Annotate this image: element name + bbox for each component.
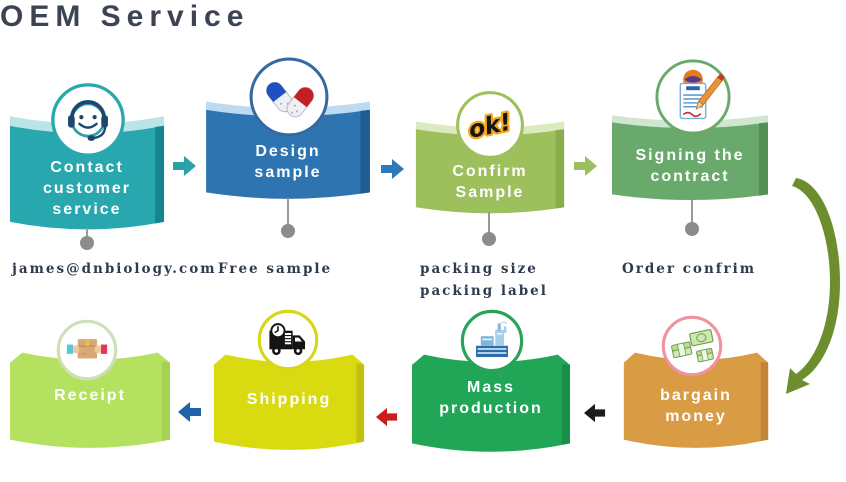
banner-side: [360, 109, 370, 194]
step-label-design: Design sample: [254, 143, 322, 181]
banner-bargain-money: [623, 352, 769, 448]
connector-stem: [691, 200, 693, 224]
banner-shipping: [213, 354, 365, 450]
banner-body: [9, 125, 165, 230]
note-contact: james@dnbiology.com: [12, 261, 217, 277]
banner-mass-production: [412, 354, 570, 452]
step-label-shipping: Shipping: [246, 391, 332, 408]
step-label-receipt: Receipt: [54, 387, 126, 404]
headset-icon: [51, 83, 125, 157]
step-label-confirm: Confirm Sample: [452, 163, 528, 201]
banner-body: [415, 129, 565, 214]
step-label-contact: Contact customer service: [42, 159, 132, 218]
banner-side: [555, 129, 565, 209]
banner-side: [760, 361, 769, 442]
connector-stem: [86, 228, 88, 238]
connector-dot: [482, 232, 496, 246]
factory-icon: [460, 309, 524, 373]
banner-side: [759, 122, 768, 196]
note-confirm: packing size packing label: [420, 261, 548, 300]
note-signing: Order confrim: [622, 261, 757, 277]
banner-receipt: [10, 352, 170, 448]
ok-icon: ok!: [456, 91, 524, 159]
banner-body: [10, 352, 170, 448]
page-title: OEM Service: [0, 0, 250, 33]
left-arrow-icon: [376, 407, 398, 427]
truck-icon: [257, 309, 319, 371]
step-label-mass: Mass production: [439, 379, 543, 417]
banner-body: [612, 122, 768, 200]
banner-body: [206, 109, 370, 199]
right-arrow-icon: [381, 159, 404, 179]
connector-dot: [80, 236, 94, 250]
money-icon: [661, 315, 723, 377]
banner-side: [356, 363, 365, 444]
banner-side: [561, 364, 570, 445]
step-label-signing: Signing the contract: [635, 147, 745, 185]
banner-body: [412, 354, 570, 452]
banner-side: [155, 125, 165, 224]
curved-down-arrow-icon: [786, 178, 840, 394]
note-design: Free sample: [218, 261, 333, 277]
banner-design-sample: [206, 101, 370, 199]
capsules-icon: [249, 57, 329, 137]
right-arrow-icon: [173, 156, 196, 176]
connector-dot: [685, 222, 699, 236]
right-arrow-icon: [574, 156, 597, 176]
connector-stem: [488, 212, 490, 234]
banner-side: [161, 361, 170, 442]
connector-dot: [281, 224, 295, 238]
left-arrow-icon: [178, 402, 201, 422]
banner-body: [213, 354, 365, 450]
connector-stem: [287, 198, 289, 226]
contract-icon: [655, 59, 731, 135]
step-label-bargain: bargain money: [660, 387, 732, 425]
left-arrow-icon: [584, 403, 606, 423]
banner-body: [623, 352, 769, 448]
package-hands-icon: [56, 319, 118, 381]
